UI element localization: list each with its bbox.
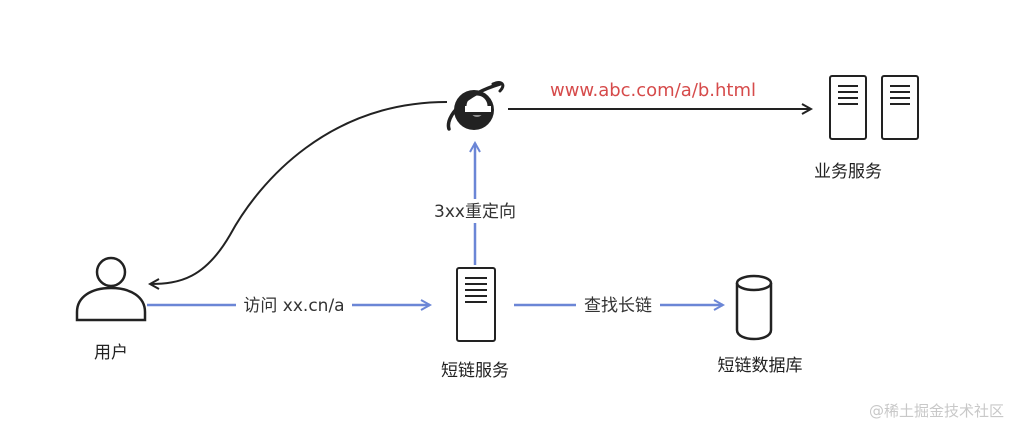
node-label-database: 短链数据库 <box>718 356 803 376</box>
edge-label-bg <box>576 294 660 316</box>
edge-label-redirect: 3xx重定向 <box>434 202 516 222</box>
ie-browser-icon <box>446 81 505 131</box>
server-rack-icon <box>829 75 919 140</box>
node-label-user: 用户 <box>94 343 128 363</box>
edge-label-url: www.abc.com/a/b.html <box>550 80 756 101</box>
server-icon <box>456 267 496 342</box>
user-icon <box>75 256 147 322</box>
watermark: @稀土掘金技术社区 <box>869 402 1004 420</box>
node-label-short-service: 短链服务 <box>441 361 509 381</box>
edge-label-bg <box>236 294 352 316</box>
edge-label-lookup: 查找长链 <box>584 296 652 316</box>
edge-label-visit: 访问 xx.cn/a <box>243 296 344 316</box>
edge-browser-to-user <box>150 101 448 284</box>
edge-label-bg <box>422 199 528 223</box>
node-label-business: 业务服务 <box>814 162 882 182</box>
database-icon <box>735 274 773 341</box>
